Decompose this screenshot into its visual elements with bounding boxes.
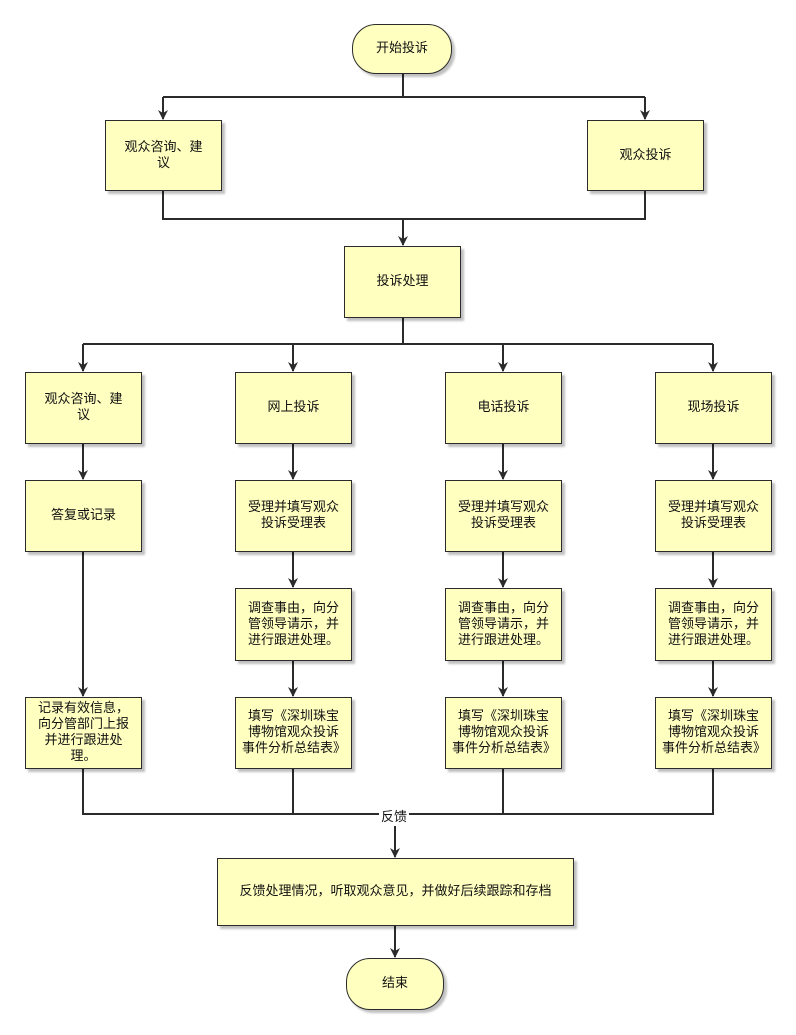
edge-bottom-merge — [82, 769, 714, 815]
col3-summary-box: 填写《深圳珠宝博物馆观众投诉事件分析总结表》 — [445, 697, 562, 769]
col1-head-box: 观众咨询、建议 — [25, 372, 142, 444]
col1-record-box: 记录有效信息，向分管部门上报并进行跟进处理。 — [25, 697, 142, 769]
process-box: 投诉处理 — [344, 246, 461, 318]
col4-investigate-box: 调查事由，向分管领导请示，并进行跟进处理。 — [655, 588, 772, 661]
top-complaint-box: 观众投诉 — [587, 120, 704, 191]
col3-head-box: 电话投诉 — [445, 372, 562, 444]
col1-reply-box: 答复或记录 — [25, 480, 142, 552]
col4-summary-box: 填写《深圳珠宝博物馆观众投诉事件分析总结表》 — [655, 697, 772, 769]
edge-top-consult-merge — [162, 191, 646, 220]
col4-accept-box: 受理并填写观众投诉受理表 — [655, 480, 772, 552]
col2-head-box: 网上投诉 — [235, 372, 352, 444]
start-node: 开始投诉 — [352, 24, 452, 74]
end-node: 结束 — [346, 958, 444, 1010]
top-consult-box: 观众咨询、建议 — [105, 120, 222, 191]
feedback-detail-box: 反馈处理情况，听取观众意见，并做好后续跟踪和存档 — [217, 858, 574, 926]
col4-head-box: 现场投诉 — [655, 372, 772, 444]
col2-investigate-box: 调查事由，向分管领导请示，并进行跟进处理。 — [235, 588, 352, 661]
col3-investigate-box: 调查事由，向分管领导请示，并进行跟进处理。 — [445, 588, 562, 661]
col2-summary-box: 填写《深圳珠宝博物馆观众投诉事件分析总结表》 — [235, 697, 352, 769]
col2-accept-box: 受理并填写观众投诉受理表 — [235, 480, 352, 552]
feedback-edge-label: 反馈 — [379, 810, 410, 826]
col3-accept-box: 受理并填写观众投诉受理表 — [445, 480, 562, 552]
